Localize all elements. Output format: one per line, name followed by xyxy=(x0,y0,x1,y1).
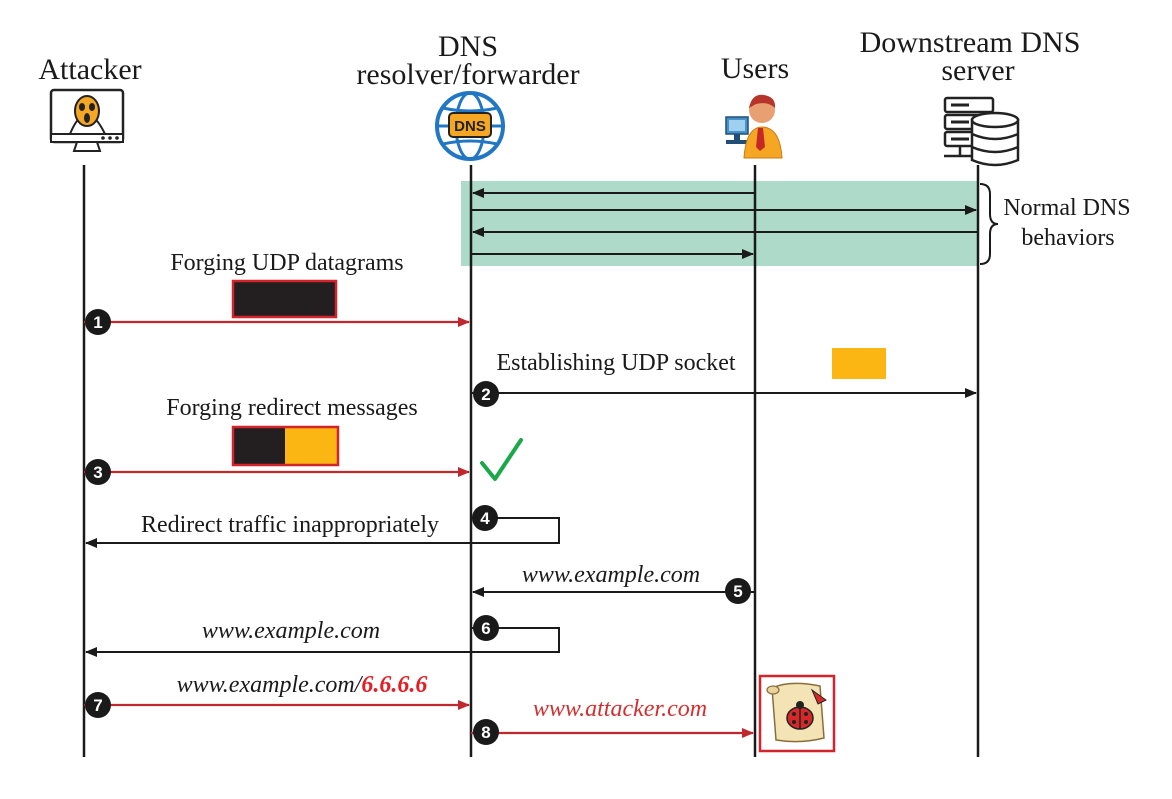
dns-badge-label: DNS xyxy=(454,118,486,135)
caption-forging-udp: Forging UDP datagrams xyxy=(170,250,403,276)
step7-label-ip: 6.6.6.6 xyxy=(361,672,427,698)
step4-label: Redirect traffic inappropriately xyxy=(141,512,439,538)
step8-badge xyxy=(473,719,499,745)
step7-number: 7 xyxy=(93,696,102,715)
step5-label: www.example.com xyxy=(522,562,700,588)
packet-redirect-border xyxy=(231,425,340,467)
step6-label: www.example.com xyxy=(202,618,380,644)
step5-badge xyxy=(725,578,751,604)
resolver-title-line1: DNS xyxy=(438,30,498,63)
step2-number: 2 xyxy=(481,385,490,404)
attacker-title: Attacker xyxy=(38,53,141,86)
step1-badge xyxy=(85,309,111,335)
resolver-title-line2: resolver/forwarder xyxy=(356,58,579,91)
downstream-title-line1: Downstream DNS xyxy=(860,26,1081,59)
normal-behavior-label-line1: Normal DNS xyxy=(1003,195,1130,221)
caption-forging-redirect: Forging redirect messages xyxy=(166,395,418,421)
normal-behavior-region xyxy=(461,181,978,266)
packet-socket-orange xyxy=(832,348,886,379)
step7-badge xyxy=(85,692,111,718)
ladybug-scroll-icon xyxy=(758,674,836,753)
step8-label: www.attacker.com xyxy=(533,696,707,722)
step4-arrow xyxy=(85,517,560,548)
server-database-icon xyxy=(943,96,1020,167)
step2-badge xyxy=(473,381,499,407)
step3-number: 3 xyxy=(93,463,102,482)
step8-number: 8 xyxy=(481,723,490,742)
normal-behavior-label-line2: behaviors xyxy=(1021,225,1114,251)
step7-label: www.example.com/6.6.6.6 xyxy=(177,672,428,698)
check-icon xyxy=(480,438,523,481)
step6-badge xyxy=(473,615,499,641)
hacker-computer-icon xyxy=(49,88,125,152)
step4-number: 4 xyxy=(480,509,490,528)
step6-number: 6 xyxy=(481,619,490,638)
step1-number: 1 xyxy=(93,313,102,332)
step6-arrow xyxy=(85,627,560,657)
packet-udp-black xyxy=(231,279,338,319)
dns-globe-icon: DNS xyxy=(435,91,505,161)
step7-label-url: www.example.com/ xyxy=(177,672,364,698)
user-at-computer-icon xyxy=(725,94,783,159)
step2-label: Establishing UDP socket xyxy=(496,350,735,376)
downstream-title-line2: server xyxy=(941,54,1014,87)
users-title: Users xyxy=(721,52,789,85)
packet-redirect-orange xyxy=(285,427,338,465)
step4-badge xyxy=(472,505,498,531)
step3-badge xyxy=(85,459,111,485)
normal-behavior-brace xyxy=(979,183,999,265)
step5-number: 5 xyxy=(733,582,742,601)
packet-redirect-black xyxy=(233,427,285,465)
